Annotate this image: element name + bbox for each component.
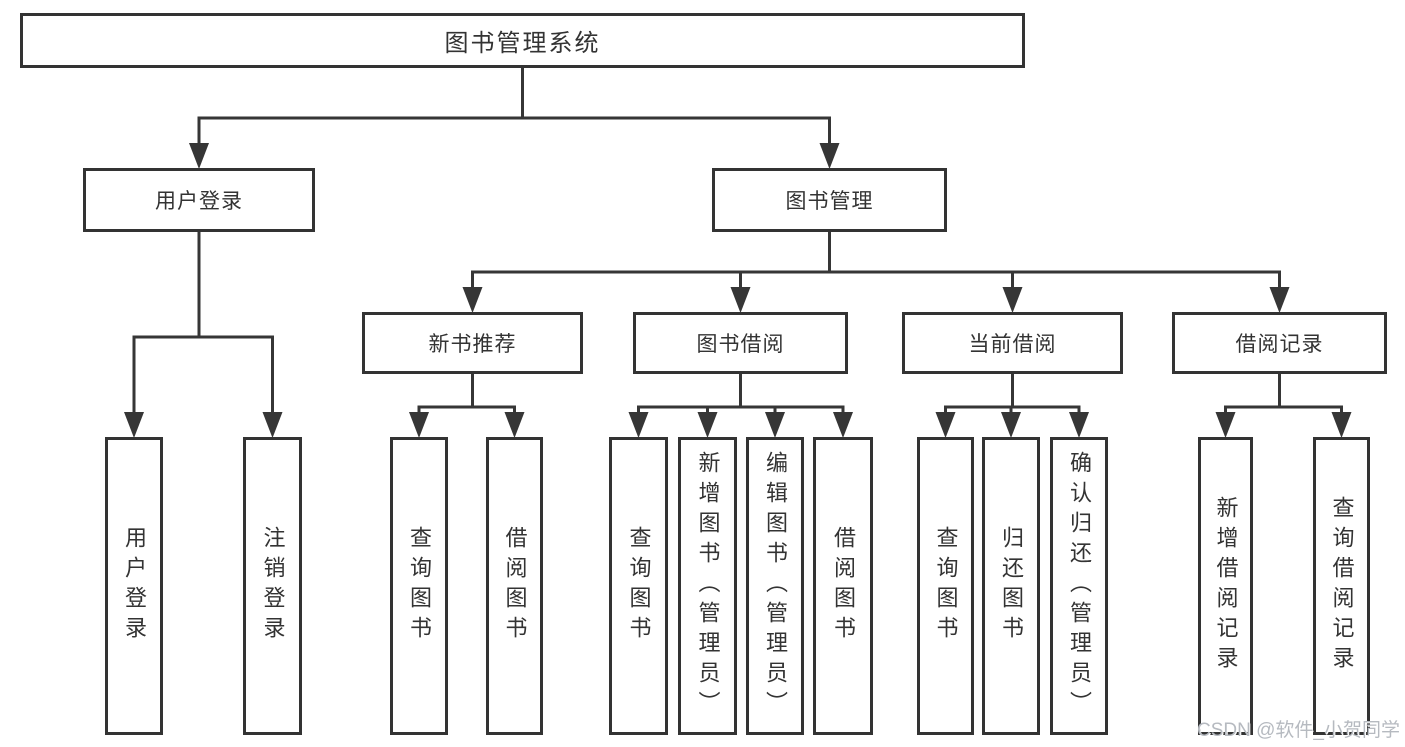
node-borrow-books-2: 借阅图书 — [813, 437, 873, 735]
node-user-login: 用户登录 — [83, 168, 315, 232]
node-query-books-2: 查询图书 — [609, 437, 668, 735]
node-library-system: 图书管理系统 — [20, 13, 1025, 68]
node-edit-books-admin: 编辑图书（管理员） — [746, 437, 804, 735]
node-query-books-1: 查询图书 — [390, 437, 448, 735]
node-borrowing-records: 借阅记录 — [1172, 312, 1387, 374]
node-confirm-return-admin: 确认归还（管理员） — [1050, 437, 1108, 735]
node-add-books-admin: 新增图书（管理员） — [678, 437, 737, 735]
node-logout: 注销登录 — [243, 437, 302, 735]
node-borrow-books-1: 借阅图书 — [486, 437, 543, 735]
node-user-login-leaf: 用户登录 — [105, 437, 163, 735]
node-return-books: 归还图书 — [982, 437, 1040, 735]
node-new-book-recommend: 新书推荐 — [362, 312, 583, 374]
node-query-books-3: 查询图书 — [917, 437, 974, 735]
node-book-management: 图书管理 — [712, 168, 947, 232]
node-query-borrow-record: 查询借阅记录 — [1313, 437, 1370, 735]
node-add-borrow-record: 新增借阅记录 — [1198, 437, 1253, 735]
node-current-borrowing: 当前借阅 — [902, 312, 1123, 374]
watermark: CSDN @软件_小贺同学 — [1197, 720, 1400, 741]
node-book-borrowing: 图书借阅 — [633, 312, 848, 374]
